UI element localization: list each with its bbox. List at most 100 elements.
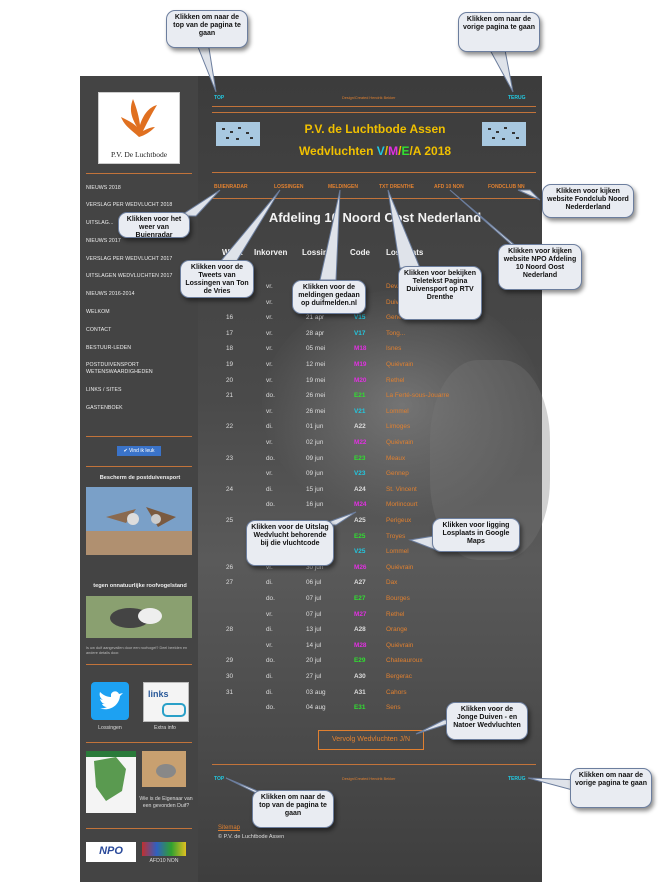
cell-code[interactable]: V17 <box>354 329 366 337</box>
season-year: 2018 <box>421 144 452 158</box>
cell-losplaats[interactable]: Rethel <box>386 376 405 384</box>
cell-inkorven: do. <box>266 595 275 602</box>
found-pigeon-photo[interactable] <box>142 751 186 787</box>
cell-losplaats[interactable]: Lommel <box>386 407 409 415</box>
links-icon[interactable]: links <box>143 682 189 722</box>
cell-code[interactable]: A30 <box>354 673 366 680</box>
sidebar-item-nieuws-2016-2014[interactable]: NIEUWS 2016-2014 <box>86 291 135 297</box>
callout-top-bottom: Klikken om naar de top van de pagina te … <box>252 790 334 828</box>
sidebar-item-uitslagen-2017[interactable]: UITSLAGEN WEDVLUCHTEN 2017 <box>86 273 173 279</box>
cell-code[interactable]: M28 <box>354 641 367 649</box>
footer-back-link[interactable]: TERUG <box>508 776 526 782</box>
cell-losplaats[interactable]: Bergerac <box>386 673 412 680</box>
menu-fondclub-nn[interactable]: FONDCLUB NN <box>488 184 525 190</box>
club-logo[interactable]: P.V. De Luchtbode <box>98 92 180 164</box>
sidebar-item-verslag-2017[interactable]: VERSLAG PER WEDVLUCHT 2017 <box>86 256 173 262</box>
sidebar-item-wetenswaardigheden[interactable]: POSTDUIVENSPORT WETENSWAARDIGHEDEN <box>86 362 153 375</box>
cell-losplaats[interactable]: Quiévrain <box>386 439 414 446</box>
cell-code[interactable]: E31 <box>354 704 366 712</box>
top-link[interactable]: TOP <box>214 95 225 101</box>
cell-losplaats[interactable]: Isnes <box>386 345 402 353</box>
npo-logo[interactable]: NPO <box>86 842 136 862</box>
cell-losplaats[interactable]: Chateauroux <box>386 657 423 665</box>
cell-losplaats[interactable]: Orange <box>386 626 408 634</box>
cell-losplaats[interactable]: Troyes <box>386 532 406 540</box>
cell-code[interactable]: M24 <box>354 501 367 509</box>
menu-afd-10-non[interactable]: AFD 10 NON <box>434 184 464 190</box>
cell-losplaats[interactable]: Perigeux <box>386 517 412 524</box>
sitemap-link[interactable]: Sitemap <box>218 825 241 831</box>
cell-losplaats[interactable]: Dev... <box>386 283 403 290</box>
cell-code[interactable]: M26 <box>354 563 367 571</box>
cell-code[interactable]: V25 <box>354 548 366 556</box>
cell-losplaats[interactable]: Quiévrain <box>386 641 414 649</box>
cell-code[interactable]: A24 <box>354 485 366 493</box>
cell-code[interactable]: V21 <box>354 407 366 415</box>
cell-code[interactable]: A27 <box>354 579 366 587</box>
sidebar-item-uitslag-2018[interactable]: UITSLAG... <box>86 220 114 226</box>
cell-losplaats[interactable]: La Ferté-sous-Jouarre <box>386 392 450 400</box>
cell-code[interactable]: V23 <box>354 470 366 478</box>
falcon-photo <box>86 487 192 555</box>
cell-code[interactable]: E21 <box>354 392 366 400</box>
map-thumbnail[interactable] <box>86 751 136 813</box>
facebook-like-button[interactable]: ✔ Vind ik leuk <box>117 446 161 456</box>
cell-losplaats[interactable]: Dax <box>386 579 398 587</box>
cell-code[interactable]: A22 <box>354 423 366 431</box>
next-flights-button[interactable]: Vervolg Wedvluchten J/N <box>318 730 424 750</box>
cell-inkorven: vr. <box>266 563 273 571</box>
cell-losplaats[interactable]: Quiévrain <box>386 563 414 571</box>
menu-lossingen[interactable]: LOSSINGEN <box>274 184 304 190</box>
cell-losplaats[interactable]: Meaux <box>386 454 406 462</box>
cell-losplaats[interactable]: Tong... <box>386 329 406 337</box>
cell-code[interactable]: V15 <box>354 314 366 322</box>
footer-top-link[interactable]: TOP <box>214 776 225 782</box>
sidebar-item-nieuws-2017[interactable]: NIEUWS 2017 <box>86 238 121 244</box>
owner-caption[interactable]: Wie is de Eigenaar van een gevonden Duif… <box>139 796 193 809</box>
cell-code[interactable]: E27 <box>354 595 366 602</box>
cell-code[interactable]: M18 <box>354 345 367 353</box>
cell-losplaats[interactable]: St. Vincent <box>386 485 417 493</box>
callout-top: Klikken om naar de top van de pagina te … <box>166 10 248 48</box>
cell-code[interactable]: M27 <box>354 610 367 618</box>
callout-maps: Klikken voor ligging Losplaats in Google… <box>432 518 520 552</box>
cell-losplaats[interactable]: Quiévrain <box>386 361 414 368</box>
cell-code[interactable]: A28 <box>354 626 366 634</box>
cell-losplaats[interactable]: Duiv... <box>386 298 404 306</box>
cell-losplaats[interactable]: Morlincourt <box>386 501 418 509</box>
callout-uitslag: Klikken voor de Uitslag Wedvlucht behore… <box>246 520 334 566</box>
cell-losplaats[interactable]: Rethel <box>386 610 405 618</box>
afd10-flags-image[interactable] <box>142 842 186 856</box>
menu-buienradar[interactable]: BUIENRADAR <box>214 184 248 190</box>
cell-code[interactable]: E29 <box>354 657 366 665</box>
sidebar-item-links-sites[interactable]: LINKS / SITES <box>86 387 122 393</box>
sidebar-item-welkom[interactable]: WELKOM <box>86 309 110 315</box>
cell-code[interactable]: M19 <box>354 361 367 368</box>
cell-losplaats[interactable]: Cahors <box>386 688 407 696</box>
sidebar-item-bestuur-leden[interactable]: BESTUUR-LEDEN <box>86 345 132 351</box>
cell-losplaats[interactable]: Limoges <box>386 423 411 431</box>
cell-losplaats[interactable]: Bourges <box>386 595 410 602</box>
cell-losplaats[interactable]: Gene... <box>386 314 407 322</box>
sidebar-item-verslag-2018[interactable]: VERSLAG PER WEDVLUCHT 2018 <box>86 202 173 208</box>
cell-losplaats[interactable]: Sens <box>386 704 401 712</box>
cell-losplaats[interactable]: Gennep <box>386 470 409 478</box>
cell-code[interactable]: A31 <box>354 688 366 696</box>
twitter-icon[interactable] <box>91 682 129 720</box>
sidebar-divider <box>86 664 192 665</box>
cell-inkorven: vr. <box>266 439 273 446</box>
cell-code[interactable]: M22 <box>354 439 367 446</box>
cell-code[interactable]: A25 <box>354 517 366 524</box>
menu-meldingen[interactable]: MELDINGEN <box>328 184 358 190</box>
cell-code[interactable]: E23 <box>354 454 366 462</box>
cell-losplaats[interactable]: Lommel <box>386 548 409 556</box>
sidebar-item-nieuws-2018[interactable]: NIEUWS 2018 <box>86 185 121 191</box>
menu-txt-drenthe[interactable]: TXT DRENTHE <box>379 184 414 190</box>
cell-lossing: 21 apr <box>306 314 325 322</box>
dove-logo-icon <box>121 99 157 137</box>
cell-code[interactable]: M20 <box>354 376 367 384</box>
cell-code[interactable]: E25 <box>354 532 366 540</box>
sidebar-item-gastenboek[interactable]: GASTENBOEK <box>86 405 123 411</box>
sidebar-item-contact[interactable]: CONTACT <box>86 327 112 333</box>
back-link[interactable]: TERUG <box>508 95 526 101</box>
